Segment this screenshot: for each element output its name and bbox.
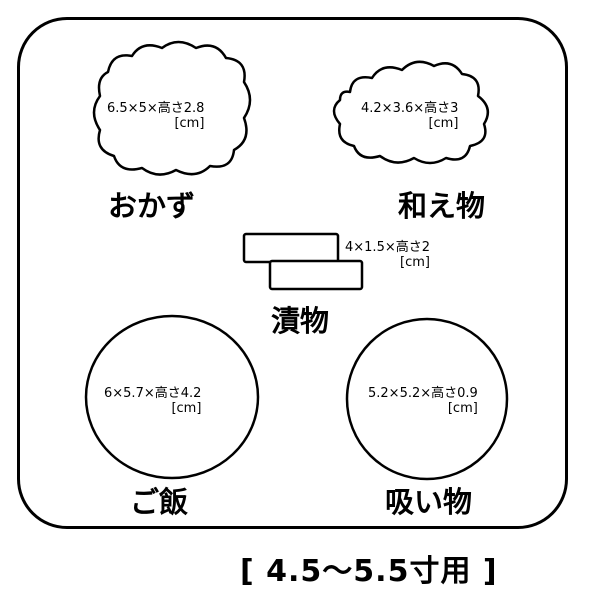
tray-outline [17, 17, 568, 529]
okazu-size-text: 6.5×5×高さ2.8 [107, 101, 205, 116]
suimono-unit-text: [cm] [447, 401, 478, 416]
gohan-label: ご飯 [130, 485, 189, 519]
aemono-unit-text: [cm] [428, 116, 459, 131]
tsukemono-label: 漬物 [271, 304, 330, 338]
gohan-unit-text: [cm] [171, 401, 202, 416]
tsukemono-size-text: 4×1.5×高さ2 [345, 240, 431, 255]
aemono-size-text: 4.2×3.6×高さ3 [361, 101, 459, 116]
tsukemono-unit-text: [cm] [400, 255, 431, 270]
okazu-unit-text: [cm] [174, 116, 205, 131]
aemono-dimension: 4.2×3.6×高さ3 [cm] [361, 101, 458, 131]
suimono-dimension: 5.2×5.2×高さ0.9 [cm] [368, 386, 478, 416]
okazu-cloud-shape [92, 40, 252, 176]
okazu-dimension: 6.5×5×高さ2.8 [cm] [107, 101, 204, 131]
tsukemono-dimension: 4×1.5×高さ2 [cm] [345, 240, 430, 270]
okazu-label: おかず [108, 189, 196, 223]
gohan-dimension: 6×5.7×高さ4.2 [cm] [104, 386, 201, 416]
tsukemono-piece-1 [242, 232, 340, 264]
gohan-bowl-circle [84, 314, 260, 480]
aemono-label: 和え物 [398, 189, 486, 223]
suimono-size-text: 5.2×5.2×高さ0.9 [368, 386, 478, 401]
suimono-bowl-circle [345, 317, 509, 481]
tsukemono-piece-2 [268, 259, 364, 291]
size-range-caption: [ 4.5～5.5寸用 ] [240, 554, 498, 589]
gohan-size-text: 6×5.7×高さ4.2 [104, 386, 202, 401]
aemono-cloud-shape [332, 60, 490, 165]
suimono-label: 吸い物 [385, 485, 473, 519]
